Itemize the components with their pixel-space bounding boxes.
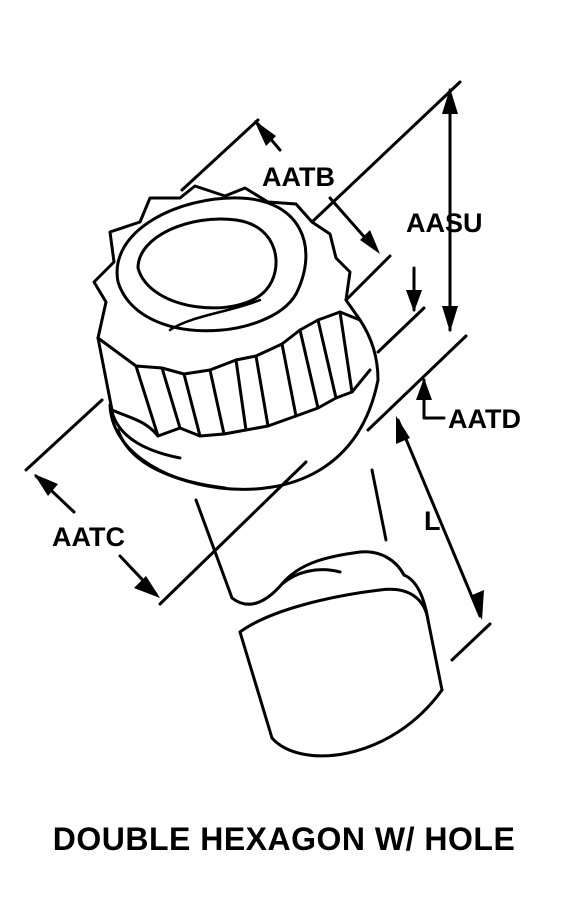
label-aasu: AASU xyxy=(406,208,483,238)
label-aatc: AATC xyxy=(52,522,125,552)
dimension-aatc: AATC xyxy=(24,398,308,606)
dimension-l: L xyxy=(396,416,492,662)
label-aatd: AATD xyxy=(448,404,521,434)
bolt-head xyxy=(92,184,380,438)
dimension-aatd: AATD xyxy=(366,266,521,434)
bolt-shank xyxy=(194,468,444,758)
diagram-title: DOUBLE HEXAGON W/ HOLE xyxy=(53,821,516,857)
label-aatb: AATB xyxy=(262,162,335,192)
bolt-collar xyxy=(108,378,380,491)
label-l: L xyxy=(424,506,441,536)
dimension-aatb: AATB xyxy=(180,80,462,254)
dimension-aasu: AASU xyxy=(344,88,483,332)
